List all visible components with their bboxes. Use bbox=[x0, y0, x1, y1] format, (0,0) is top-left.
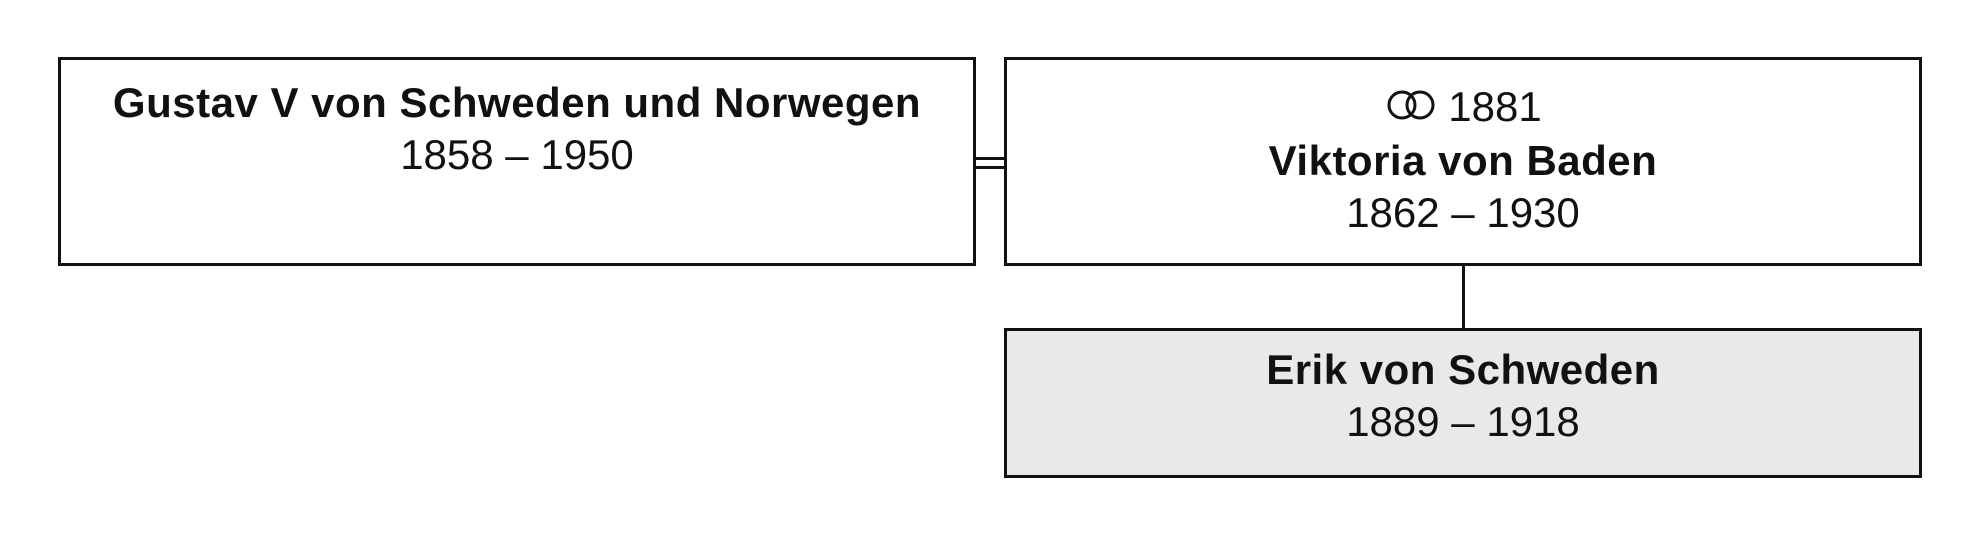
person-dates: 1862 – 1930 bbox=[1346, 188, 1580, 236]
person-name: Viktoria von Baden bbox=[1268, 136, 1658, 184]
person-box-child: Erik von Schweden 1889 – 1918 bbox=[1004, 328, 1922, 478]
person-dates: 1858 – 1950 bbox=[400, 131, 634, 178]
person-name: Gustav V von Schweden und Norwegen bbox=[112, 79, 922, 126]
person-dates: 1889 – 1918 bbox=[1346, 398, 1580, 445]
person-box-mother: 1881 Viktoria von Baden 1862 – 1930 bbox=[1004, 57, 1922, 266]
marriage-info: 1881 bbox=[1007, 82, 1919, 135]
parent-child-connector-line bbox=[1462, 264, 1465, 330]
spouse-connector-line bbox=[973, 157, 1007, 160]
person-box-father: Gustav V von Schweden und Norwegen 1858 … bbox=[58, 57, 976, 266]
person-name: Erik von Schweden bbox=[1266, 346, 1660, 393]
spouse-connector-line bbox=[973, 166, 1007, 169]
wedding-rings-icon bbox=[1384, 82, 1438, 132]
marriage-year: 1881 bbox=[1448, 83, 1542, 130]
